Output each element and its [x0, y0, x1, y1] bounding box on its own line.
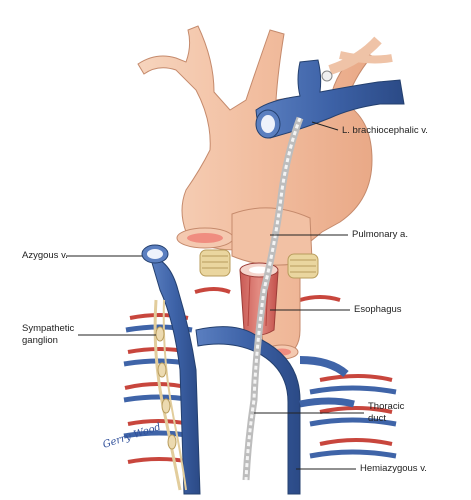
thoracic-duct [242, 116, 304, 481]
leader-brachiocephalic [311, 121, 339, 131]
label-azygous: Azygous v. [22, 250, 68, 261]
svg-text:Gerry Wood: Gerry Wood [102, 422, 163, 451]
intercostal-vessels [123, 287, 397, 464]
bronchi [199, 249, 319, 279]
label-pulmonary: Pulmonary a. [352, 229, 408, 240]
label-brachiocephalic: L. brachiocephalic v. [342, 125, 428, 136]
sympathetic-chain [153, 299, 187, 491]
leader-lines [66, 121, 364, 470]
artist-signature: Gerry Wood [102, 422, 163, 451]
label-hemiazygous: Hemiazygous v. [360, 463, 427, 474]
azygos-system [141, 244, 355, 495]
label-sympathetic-1: Sympathetic [22, 323, 75, 334]
label-thoracic-1: Thoracic [368, 401, 405, 412]
brachiocephalic-vein [255, 59, 405, 139]
label-sympathetic-2: ganglion [22, 335, 58, 346]
label-thoracic-2: duct [368, 413, 386, 424]
label-esophagus: Esophagus [354, 304, 402, 315]
